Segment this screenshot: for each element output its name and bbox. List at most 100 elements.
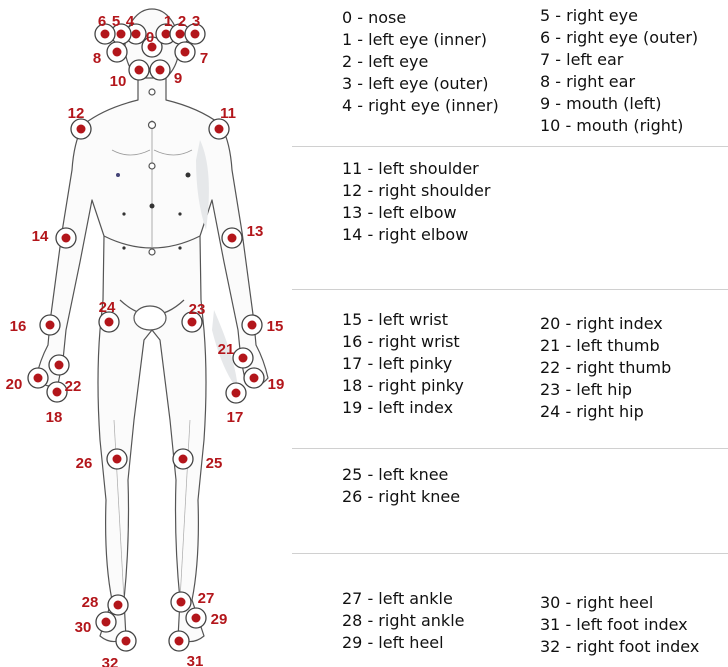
legend-entry: 18 - right pinky — [342, 375, 464, 397]
legend-arms-column: 11 - left shoulder 12 - right shoulder 1… — [342, 158, 490, 246]
legend-entry: 20 - right index — [540, 313, 671, 335]
legend-divider — [292, 289, 728, 290]
keypoint-dot — [77, 125, 86, 134]
legend-face-column-2: 5 - right eye 6 - right eye (outer) 7 - … — [540, 5, 698, 137]
keypoint-label: 1 — [164, 13, 172, 30]
legend-entry: 16 - right wrist — [342, 331, 464, 353]
keypoint-label: 3 — [192, 13, 200, 30]
legend-entry: 4 - right eye (inner) — [342, 95, 499, 117]
keypoint-dot — [62, 234, 71, 243]
keypoint-label: 14 — [32, 228, 49, 245]
legend-entry: 5 - right eye — [540, 5, 698, 27]
keypoint-label: 18 — [46, 409, 63, 426]
keypoint-label: 12 — [68, 105, 85, 122]
legend-feet-column-2: 30 - right heel 31 - left foot index 32 … — [540, 592, 699, 658]
keypoint-label: 17 — [227, 409, 244, 426]
keypoint-dot — [179, 455, 188, 464]
keypoint-label: 21 — [218, 341, 235, 358]
legend-divider — [292, 553, 728, 554]
keypoint-dot — [135, 66, 144, 75]
legend-entry: 6 - right eye (outer) — [540, 27, 698, 49]
legend-entry: 14 - right elbow — [342, 224, 490, 246]
keypoint-label: 7 — [200, 50, 208, 67]
keypoint-label: 19 — [268, 376, 285, 393]
keypoint-label: 29 — [211, 611, 228, 628]
keypoint-label: 31 — [187, 653, 204, 667]
keypoint-dot — [105, 318, 114, 327]
keypoint-label: 13 — [247, 223, 264, 240]
keypoint-marker-right-ear: 8 — [93, 42, 127, 67]
keypoint-label: 23 — [189, 301, 206, 318]
keypoint-dot — [53, 388, 62, 397]
keypoint-label: 28 — [82, 594, 99, 611]
legend-hands-column-2: 20 - right index 21 - left thumb 22 - ri… — [540, 313, 671, 423]
legend-entry: 12 - right shoulder — [342, 180, 490, 202]
legend-entry: 7 - left ear — [540, 49, 698, 71]
keypoint-dot — [113, 48, 122, 57]
keypoint-marker-left-ear: 7 — [175, 42, 208, 67]
keypoint-label: 22 — [65, 378, 82, 395]
legend-entry: 19 - left index — [342, 397, 464, 419]
legend-divider — [292, 448, 728, 449]
legend-entry: 10 - mouth (right) — [540, 115, 698, 137]
keypoint-marker-left-heel: 29 — [186, 608, 227, 628]
legend-knees-column: 25 - left knee 26 - right knee — [342, 464, 460, 508]
keypoint-label: 0 — [146, 29, 154, 46]
keypoint-dot — [132, 30, 141, 39]
keypoint-dot — [175, 637, 184, 646]
legend-entry: 11 - left shoulder — [342, 158, 490, 180]
keypoint-marker-right-wrist: 16 — [10, 315, 60, 335]
legend-face-column-1: 0 - nose 1 - left eye (inner) 2 - left e… — [342, 7, 499, 117]
legend-entry: 32 - right foot index — [540, 636, 699, 658]
legend-hands-column-1: 15 - left wrist 16 - right wrist 17 - le… — [342, 309, 464, 419]
keypoint-marker-left-pinky: 17 — [226, 383, 246, 426]
legend-entry: 26 - right knee — [342, 486, 460, 508]
keypoint-label: 20 — [6, 376, 23, 393]
keypoint-label: 24 — [99, 299, 116, 316]
legend-entry: 27 - left ankle — [342, 588, 464, 610]
keypoint-dot — [114, 601, 123, 610]
keypoint-dot — [228, 234, 237, 243]
legend-feet-column-1: 27 - left ankle 28 - right ankle 29 - le… — [342, 588, 464, 654]
keypoint-dot — [122, 637, 131, 646]
keypoint-dot — [191, 30, 200, 39]
legend-entry: 31 - left foot index — [540, 614, 699, 636]
legend-entry: 24 - right hip — [540, 401, 671, 423]
keypoint-dot — [162, 30, 171, 39]
legend-entry: 8 - right ear — [540, 71, 698, 93]
keypoint-dot — [176, 30, 185, 39]
keypoint-dot — [232, 389, 241, 398]
keypoint-marker-left-wrist: 15 — [242, 315, 283, 335]
legend-entry: 15 - left wrist — [342, 309, 464, 331]
keypoint-dot — [192, 614, 201, 623]
keypoint-label: 30 — [75, 619, 92, 636]
keypoint-label: 26 — [76, 455, 93, 472]
legend-entry: 25 - left knee — [342, 464, 460, 486]
keypoint-dot — [55, 361, 64, 370]
legend-entry: 2 - left eye — [342, 51, 499, 73]
body-outline — [36, 9, 268, 642]
legend-entry: 29 - left heel — [342, 632, 464, 654]
keypoint-dot — [215, 125, 224, 134]
legend-entry: 23 - left hip — [540, 379, 671, 401]
legend-entry: 1 - left eye (inner) — [342, 29, 499, 51]
keypoint-marker-left-eye-outer: 3 — [185, 13, 205, 44]
keypoint-dot — [250, 374, 259, 383]
legend-entry: 17 - left pinky — [342, 353, 464, 375]
keypoint-label: 25 — [206, 455, 223, 472]
keypoint-dot — [248, 321, 257, 330]
keypoint-marker-right-shoulder: 12 — [68, 105, 91, 139]
legend-entry: 13 - left elbow — [342, 202, 490, 224]
keypoint-dot — [117, 30, 126, 39]
keypoint-dot — [188, 318, 197, 327]
keypoint-label: 15 — [267, 318, 284, 335]
legend-entry: 28 - right ankle — [342, 610, 464, 632]
legend-divider — [292, 146, 728, 147]
keypoint-dot — [177, 598, 186, 607]
legend-entry: 3 - left eye (outer) — [342, 73, 499, 95]
keypoint-dot — [156, 66, 165, 75]
keypoint-marker-right-index: 20 — [6, 368, 48, 393]
keypoint-label: 8 — [93, 50, 101, 67]
keypoint-label: 27 — [198, 590, 215, 607]
